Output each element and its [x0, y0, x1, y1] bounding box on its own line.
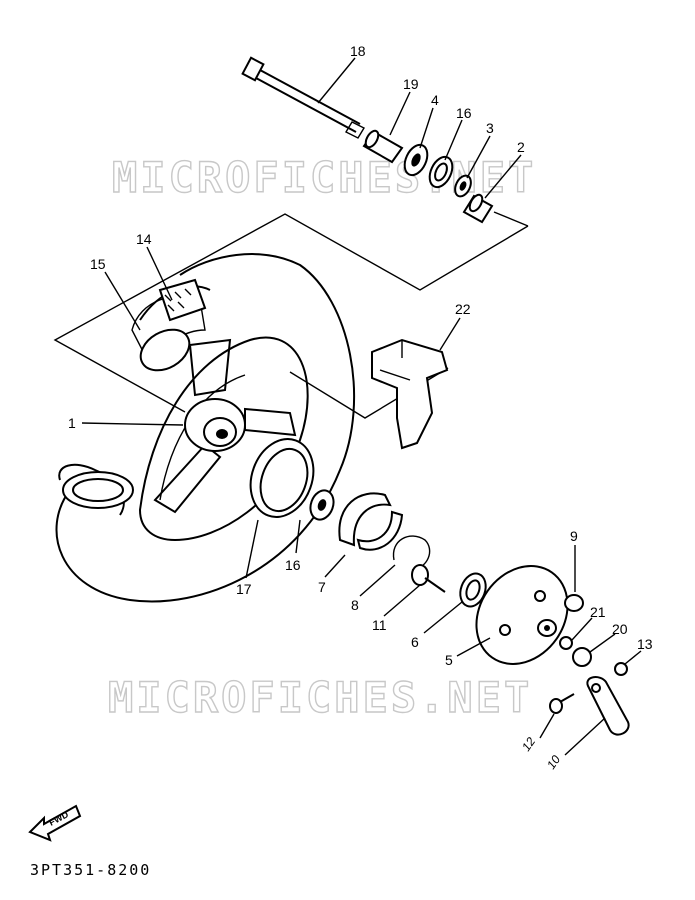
part-label-21[interactable]: 21: [590, 604, 606, 620]
wheel-rim: [138, 336, 309, 542]
watermark-top: MICROFICHES.NET: [112, 153, 536, 202]
tire: [55, 253, 356, 603]
part-label-12[interactable]: 12: [519, 734, 538, 753]
part-label-14[interactable]: 14: [136, 231, 152, 247]
bearing-4: [403, 143, 429, 177]
part-label-8[interactable]: 8: [351, 597, 359, 613]
part-label-3[interactable]: 3: [486, 120, 494, 136]
part-label-16-bottom[interactable]: 16: [285, 557, 301, 573]
washer-3: [454, 174, 472, 198]
oil-seal-top: [428, 155, 454, 189]
bearing-16: [309, 489, 335, 521]
part-label-20[interactable]: 20: [612, 621, 628, 637]
part-label-11[interactable]: 11: [372, 617, 387, 633]
part-label-18[interactable]: 18: [350, 43, 366, 59]
part-label-4[interactable]: 4: [431, 92, 439, 108]
leader-lines: [81, 57, 642, 756]
part-label-16-top[interactable]: 16: [456, 105, 472, 121]
collar: [362, 129, 404, 164]
forward-arrow-icon: FWD: [28, 804, 82, 842]
part-label-22[interactable]: 22: [455, 301, 471, 317]
bolt-12: [549, 693, 575, 714]
brake-spring: [392, 535, 431, 571]
watermark-bottom: MICROFICHES.NET: [108, 673, 532, 722]
part-label-1[interactable]: 1: [68, 415, 76, 431]
cam-lever: [586, 676, 630, 736]
part-label-17[interactable]: 17: [236, 581, 252, 597]
diagram-code: 3PT351-8200: [30, 861, 151, 879]
washer-21: [559, 636, 573, 650]
oil-seal-6: [459, 572, 487, 608]
part-label-15[interactable]: 15: [90, 256, 106, 272]
wheel-guard: [371, 338, 449, 450]
brake-drum-ring: [249, 438, 315, 518]
part-label-19[interactable]: 19: [403, 76, 419, 92]
part-label-5[interactable]: 5: [445, 652, 453, 668]
part-label-6[interactable]: 6: [411, 634, 419, 650]
nut-13: [614, 662, 628, 676]
part-label-7[interactable]: 7: [318, 579, 326, 595]
part-label-9[interactable]: 9: [570, 528, 578, 544]
brake-shoes: [338, 492, 404, 551]
brake-shoe-plate: [475, 565, 569, 665]
nut-9: [564, 594, 584, 612]
axle-bolt: [241, 56, 365, 139]
part-label-10[interactable]: 10: [544, 752, 563, 771]
part-label-2[interactable]: 2: [517, 139, 525, 155]
collar-20: [572, 647, 592, 667]
part-label-13[interactable]: 13: [637, 636, 653, 652]
spacer-2: [462, 193, 529, 227]
